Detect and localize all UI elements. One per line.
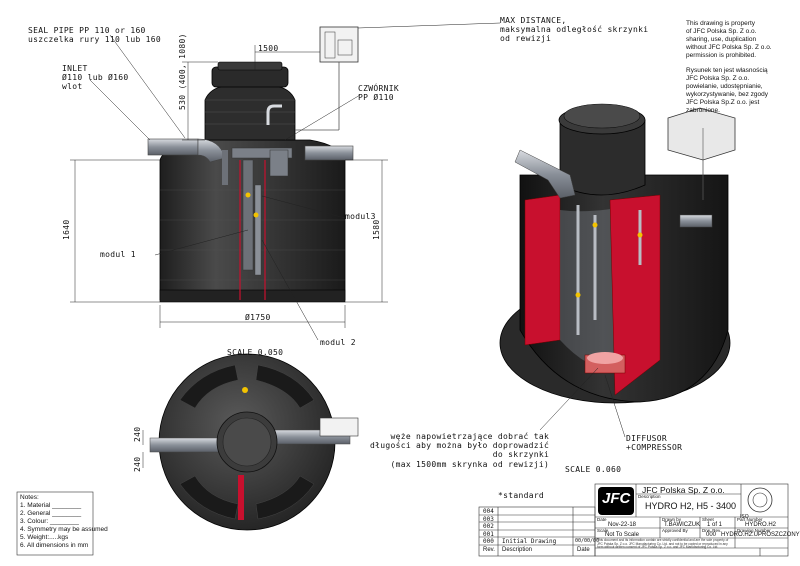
standard-note: *standard: [498, 491, 545, 500]
dim-240-a: 240: [133, 426, 142, 442]
scale-label: Scale: [597, 528, 609, 533]
notes-box: Notes: 1. Material ________ 2. General _…: [20, 494, 108, 550]
rev-date: 00/00/00: [575, 538, 600, 544]
property-notice-en: This drawing is property of JFC Polska S…: [686, 20, 772, 59]
desc-header: Description: [502, 547, 533, 553]
approved-label: Approved By: [662, 528, 688, 533]
rev-row: 000: [483, 538, 494, 545]
part-label: Part Number: [737, 517, 763, 522]
title-block-frame: [16, 483, 789, 557]
rev-row: 001: [483, 531, 494, 538]
weze-label: węże napowietrzające dobrać tak długości…: [370, 432, 550, 469]
diffusor-label: DIFFUSOR +COMPRESSOR: [626, 434, 683, 453]
max-distance-label: MAX DISTANCE, maksymalna odległość skrzy…: [500, 16, 649, 44]
sheet-value: 1 of 1: [707, 522, 723, 528]
drawn-value: T.BAWICZUK: [664, 522, 701, 528]
dim-530: 530 (400, 1080): [178, 33, 187, 110]
top-view: [149, 353, 359, 531]
modul2-label: modul 2: [320, 338, 356, 347]
scale-value: Not To Scale: [605, 532, 639, 538]
rev-value: 000: [706, 532, 717, 538]
part-value: HYDRO.H2: [745, 522, 777, 528]
iso-view: [499, 103, 736, 404]
dimension-lines: [70, 22, 501, 341]
drawing-number-label: Drawing Number: [737, 528, 771, 533]
inlet-label: INLET Ø110 lub Ø160 wlot: [62, 64, 129, 92]
rev-header: Rev.: [483, 547, 495, 553]
dim-1580: 1580: [372, 219, 381, 240]
drawn-label: Drawn by: [662, 517, 682, 522]
dim-1500: 1500: [258, 44, 279, 53]
date-value: Nov-22-18: [608, 522, 637, 528]
scale-iso: SCALE 0.060: [565, 465, 622, 474]
modul3-label: modul3: [345, 212, 376, 221]
property-notice-pl: Rysunek ten jest własnością JFC Polska S…: [686, 67, 769, 114]
confidential-footer: This document and its information contai…: [597, 538, 729, 550]
sheet-label: Sheet: [702, 517, 714, 522]
dim-1750: Ø1750: [245, 313, 271, 322]
czwornik-label: CZWÓRNIK PP Ø110: [358, 84, 399, 103]
rev-row: 004: [483, 508, 494, 515]
dim-1640: 1640: [62, 219, 71, 240]
rev-row: 002: [483, 523, 494, 530]
company-name: JFC Polska Sp. Z o.o.: [642, 485, 725, 495]
desc-label: Description: [638, 494, 661, 499]
dim-240-b: 240: [133, 456, 142, 472]
rev-desc: Initial Drawing: [502, 538, 557, 545]
modul1-label: modul 1: [100, 250, 136, 259]
drawing-number-value: HYDRO.H2.UPROSZCZONY: [721, 532, 800, 538]
rev-row: 003: [483, 516, 494, 523]
date-header: Date: [577, 547, 590, 553]
date-label: Date: [597, 517, 607, 522]
jfc-logo: JFC: [602, 490, 631, 507]
iso-badge: ISO: [740, 514, 749, 520]
seal-pipe-label: SEAL PIPE PP 110 or 160 uszczelka rury 1…: [28, 26, 162, 45]
rev-label: Drw. Rev.: [702, 528, 722, 533]
scale-front: SCALE 0.050: [227, 348, 284, 357]
drawing-title: HYDRO H2, H5 - 3400: [645, 501, 737, 511]
front-view: [147, 26, 359, 303]
